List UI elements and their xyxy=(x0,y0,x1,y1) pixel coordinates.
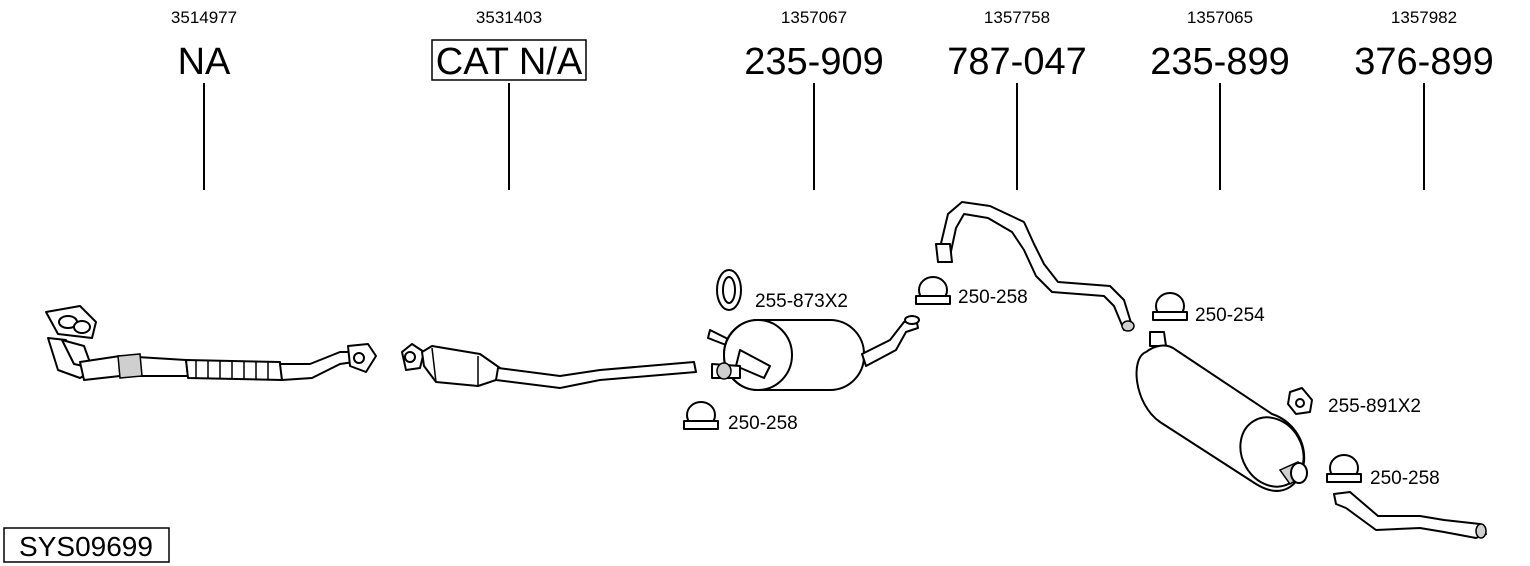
rubber-hanger-icon xyxy=(1287,387,1313,415)
clamp-icon xyxy=(915,276,951,305)
intermediate-pipe-drawing xyxy=(935,201,1135,332)
part-code-5: 235-899 xyxy=(1150,41,1289,83)
system-id: SYS09699 xyxy=(19,531,153,562)
accessory-label-2: 250-258 xyxy=(958,287,1028,308)
part-code-3: 235-909 xyxy=(744,41,883,83)
part-ref-6: 1357982 xyxy=(1391,8,1457,27)
part-ref-1: 3514977 xyxy=(171,8,237,27)
part-ref-3: 1357067 xyxy=(781,8,847,27)
centre-silencer-drawing xyxy=(707,315,920,391)
accessory-label-6: 250-258 xyxy=(1370,468,1440,489)
accessory-label-5: 255-891X2 xyxy=(1328,396,1421,417)
part-code-4: 787-047 xyxy=(947,41,1086,83)
part-code-2: CAT N/A xyxy=(436,41,583,83)
front-pipe-drawing xyxy=(45,305,377,381)
part-code-6: 376-899 xyxy=(1354,41,1493,83)
rubber-ring-icon xyxy=(716,269,742,311)
leader-lines xyxy=(203,83,1425,190)
part-ref-2: 3531403 xyxy=(476,8,542,27)
part-ref-4: 1357758 xyxy=(984,8,1050,27)
part-code-1: NA xyxy=(178,41,231,83)
clamp-icon xyxy=(683,401,719,430)
tailpipe-drawing xyxy=(1333,491,1487,539)
accessory-label-4: 250-254 xyxy=(1195,305,1265,326)
clamp-icon xyxy=(1326,454,1362,483)
accessory-label-3: 250-258 xyxy=(728,413,798,434)
system-id-box xyxy=(3,527,170,563)
part-code-2-box xyxy=(431,39,587,81)
accessory-label-1: 255-873X2 xyxy=(755,291,848,312)
catalytic-converter-drawing xyxy=(401,343,697,389)
clamp-icon xyxy=(1152,292,1188,321)
rear-silencer-drawing xyxy=(1135,331,1308,492)
part-ref-5: 1357065 xyxy=(1187,8,1253,27)
